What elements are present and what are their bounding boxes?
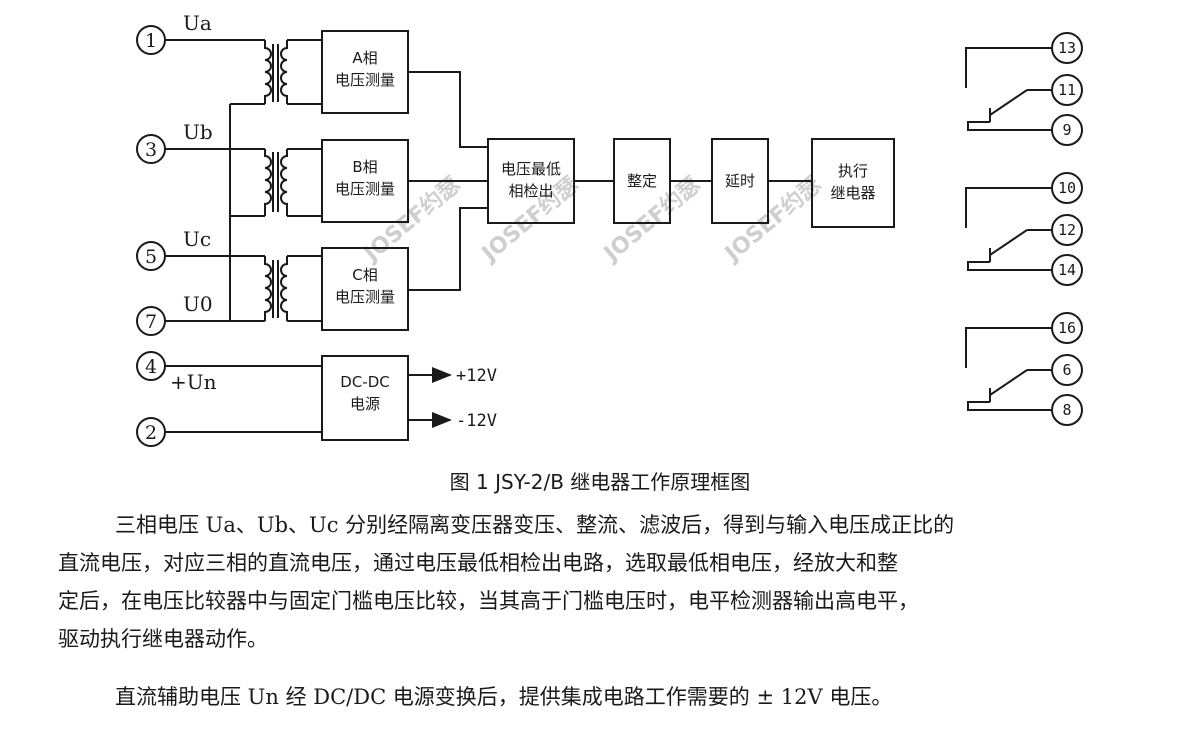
- contact-number: 9: [1062, 121, 1071, 139]
- box-label: 电源: [350, 395, 380, 413]
- diagram-path: [264, 256, 272, 321]
- terminal-number: 2: [145, 422, 157, 444]
- contact-number: 11: [1058, 81, 1076, 99]
- box-label: DC-DC: [340, 373, 389, 391]
- diagram-path: [264, 40, 272, 104]
- body-paragraph: 三相电压 Ua、Ub、Uc 分别经隔离变压器变压、整流、滤波后，得到与输入电压成…: [115, 513, 955, 537]
- watermark-group: JOSEF约瑟 JOSEF约瑟 JOSEF约瑟 JOSEF约瑟: [358, 172, 827, 268]
- diagram-rect: [811, 138, 895, 228]
- contact-number: 14: [1058, 261, 1076, 279]
- box-label: 电压测量: [335, 71, 395, 89]
- box-label: B相: [352, 158, 377, 176]
- diagram-polyline: [408, 71, 488, 148]
- diagram-polyline: [967, 401, 1052, 411]
- box-label: C相: [352, 266, 377, 284]
- output-label: -12V: [456, 411, 497, 431]
- box-label: 执行: [838, 162, 868, 180]
- box-label: 延时: [725, 172, 755, 190]
- body-paragraph: 定后，在电压比较器中与固定门槛电压比较，当其高于门槛电压时，电平检测器输出高电平…: [58, 589, 919, 613]
- block-diagram: JOSEF约瑟 JOSEF约瑟 JOSEF约瑟 JOSEF约瑟: [136, 11, 1083, 447]
- diagram-path: [264, 149, 272, 216]
- box-label: 整定: [627, 172, 657, 190]
- diagram-line: [989, 369, 1028, 396]
- body-paragraph: 驱动执行继电器动作。: [58, 627, 268, 651]
- box-label: 继电器: [830, 184, 875, 202]
- terminal-number: 3: [145, 139, 157, 161]
- box-label: 电压测量: [335, 180, 395, 198]
- input-label: Uc: [183, 227, 211, 251]
- contact-number: 8: [1062, 401, 1071, 419]
- diagram-path: [280, 256, 288, 321]
- body-paragraph: 直流电压，对应三相的直流电压，通过电压最低相检出电路，选取最低相电压，经放大和整: [58, 551, 898, 575]
- terminal-number: 4: [145, 356, 157, 378]
- diagram-polyline: [408, 207, 488, 291]
- box-label: 电压测量: [335, 288, 395, 306]
- diagram-rect: [321, 355, 409, 441]
- terminal-number: 5: [145, 246, 157, 268]
- box-label: A相: [352, 49, 377, 67]
- output-label: +12V: [456, 366, 497, 386]
- input-label: Ub: [183, 120, 213, 144]
- diagram-polyline: [967, 121, 1052, 131]
- terminal-number: 1: [145, 30, 157, 52]
- figure-caption: 图 1 JSY-2/B 继电器工作原理框图: [449, 470, 751, 494]
- diagram-polyline: [967, 261, 1052, 271]
- contact-number: 10: [1058, 179, 1076, 197]
- diagram-polyline: [965, 47, 1052, 88]
- contact-number: 6: [1062, 361, 1071, 379]
- box-label: 电压最低: [501, 160, 561, 178]
- contact-number: 16: [1058, 319, 1076, 337]
- diagram-polyline: [965, 187, 1052, 228]
- input-label: U0: [183, 292, 213, 316]
- input-label: Ua: [183, 11, 212, 35]
- box-label: 相检出: [508, 182, 553, 200]
- diagram-path: [280, 40, 288, 104]
- diagram-polyline: [965, 327, 1052, 368]
- input-label: +Un: [170, 370, 217, 394]
- diagram-path: [280, 149, 288, 216]
- terminal-number: 7: [145, 311, 157, 333]
- contact-number: 13: [1058, 39, 1076, 57]
- diagram-line: [989, 89, 1028, 116]
- diagram-line: [989, 229, 1028, 256]
- contact-number: 12: [1058, 221, 1076, 239]
- body-paragraph: 直流辅助电压 Un 经 DC/DC 电源变换后，提供集成电路工作需要的 ± 12…: [115, 685, 893, 709]
